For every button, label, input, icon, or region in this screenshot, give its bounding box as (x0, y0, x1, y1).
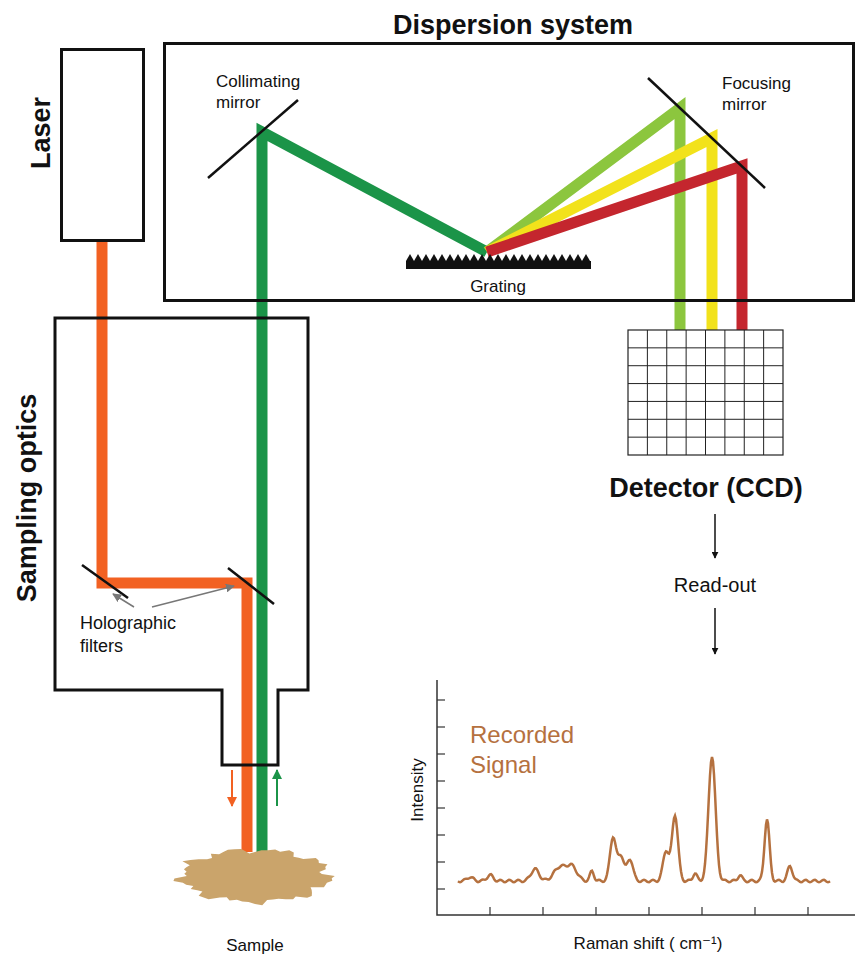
housing-outline (55, 318, 308, 765)
axis-tick (807, 907, 808, 915)
grating-tooth (566, 254, 574, 261)
grating-tooth (462, 254, 470, 261)
grating-tooth (558, 254, 566, 261)
mirror-label: Collimating mirror (216, 71, 326, 114)
filter-pointers (113, 586, 234, 607)
axis-tick (437, 834, 445, 835)
ccd-pixel-line (686, 330, 687, 455)
axis-tick (437, 699, 445, 700)
ccd-pixel-line (744, 330, 745, 455)
scattered-beam-link (257, 302, 268, 318)
grating-label: Grating (470, 277, 526, 297)
sampling-optics-housing-outline (55, 318, 308, 765)
ccd-detector-outline (628, 330, 783, 455)
chart-title: Recorded Signal (470, 720, 590, 780)
ccd-pixel-line (628, 419, 783, 420)
leader-arrow (152, 586, 234, 607)
grating-tooth (446, 254, 454, 261)
laser-beam-link (97, 242, 108, 318)
grating-tooth (454, 254, 462, 261)
grating-outline (406, 253, 591, 269)
grating-tooth (502, 254, 510, 261)
axis-tick (542, 907, 543, 915)
scattered-beam (257, 318, 268, 852)
axis-tick (437, 753, 445, 754)
grating-tooth (550, 254, 558, 261)
ccd-pixel-line (763, 330, 764, 455)
spectrum-chart (437, 680, 855, 915)
flow-arrow (714, 608, 716, 654)
ccd-pixel-line (647, 330, 648, 455)
scattered-beam (262, 132, 487, 302)
ccd-pixel-line (724, 330, 725, 455)
axis-tick (648, 907, 649, 915)
axis-tick (437, 780, 445, 781)
ccd-detector: Detector (CCD) (628, 330, 783, 455)
grating-tooth (478, 254, 486, 261)
direction-arrows (232, 770, 277, 806)
grating-tooth (510, 254, 518, 261)
axis-tick (754, 907, 755, 915)
leader-arrow (113, 594, 134, 607)
grating-tooth (574, 254, 582, 261)
chart-axes (437, 680, 855, 915)
axis-tick (595, 907, 596, 915)
holographic-filter (228, 568, 274, 604)
grating-tooth (470, 254, 478, 261)
ccd-pixel-line (628, 401, 783, 402)
grating-tooth (438, 254, 446, 261)
axis-tick (437, 888, 445, 889)
grating-tooth (542, 254, 550, 261)
grating-tooth (406, 254, 414, 261)
grating-tooth (430, 254, 438, 261)
holographic-filter (82, 565, 128, 598)
laser-heading: Laser (25, 97, 57, 169)
ccd-frame (628, 330, 783, 455)
ccd-pixel-line (705, 330, 706, 455)
ccd-pixel-line (628, 347, 783, 348)
detector-heading: Detector (CCD) (609, 472, 803, 504)
mirror-label: Focusing mirror (722, 73, 822, 116)
laser-beam (102, 318, 247, 852)
axis-tick (489, 907, 490, 915)
axis-tick (701, 907, 702, 915)
ccd-pixel-line (666, 330, 667, 455)
dispersion-heading: Dispersion system (393, 9, 633, 41)
ccd-pixel-line (628, 383, 783, 384)
laser-box: Laser (60, 48, 145, 242)
grating-tooth (486, 254, 494, 261)
filter-label: Holographic filters (80, 612, 200, 657)
grating-tooth (494, 254, 502, 261)
grating-tooth (534, 254, 542, 261)
grating-tooth (422, 254, 430, 261)
grating-tooth (518, 254, 526, 261)
grating-tooth (414, 254, 422, 261)
readout-label: Read-out (674, 573, 756, 598)
incident-arrow (231, 770, 233, 806)
sampling-optics-housing: Sampling optics (55, 318, 308, 765)
axis-label: Raman shift ( cm⁻¹) (574, 933, 723, 954)
axis-tick (437, 726, 445, 727)
sample-outline (178, 842, 333, 907)
sampling-heading: Sampling optics (11, 394, 43, 603)
ccd-pixel-line (628, 365, 783, 366)
grating-tooth (526, 254, 534, 261)
sample-label: Sample (226, 936, 284, 956)
sample-material (173, 849, 334, 905)
scattered-arrow (276, 770, 278, 806)
axis-label: Intensity (407, 758, 428, 821)
focusing-mirror (648, 78, 765, 188)
grating-base (406, 261, 591, 269)
sample: Sample (178, 842, 333, 907)
flow-arrow (714, 514, 716, 558)
grating: Grating (406, 253, 591, 269)
ccd-pixel-line (628, 437, 783, 438)
axis-tick (437, 807, 445, 808)
grating-tooth (582, 254, 590, 261)
axis-tick (437, 861, 445, 862)
